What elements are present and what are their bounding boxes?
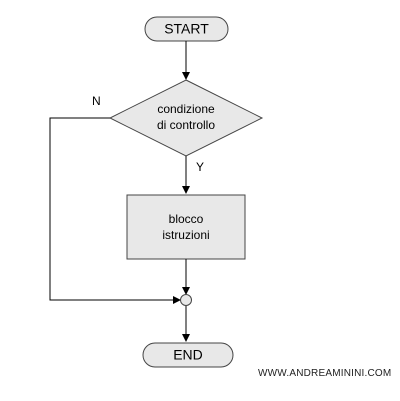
site-watermark: WWW.ANDREAMININI.COM xyxy=(258,368,392,379)
condition-node: condizione di controllo xyxy=(108,79,264,157)
edge-condition-no-branch xyxy=(49,117,181,304)
instruction-block-node: blocco istruzioni xyxy=(126,194,246,260)
end-node: END xyxy=(142,342,234,368)
end-node-shape xyxy=(142,342,234,368)
junction-connector xyxy=(180,294,192,306)
start-node: START xyxy=(144,16,229,42)
condition-label-line-2: di controllo xyxy=(157,118,215,132)
start-label: START xyxy=(164,21,209,37)
condition-label-line-1: condizione xyxy=(157,102,215,116)
instruction-block-shape xyxy=(126,194,246,260)
branch-yes-label: Y xyxy=(196,160,204,174)
block-label-line-2: istruzioni xyxy=(162,228,209,242)
branch-no-label: N xyxy=(92,94,101,108)
end-label: END xyxy=(173,347,203,363)
block-label-line-1: blocco xyxy=(169,212,204,226)
